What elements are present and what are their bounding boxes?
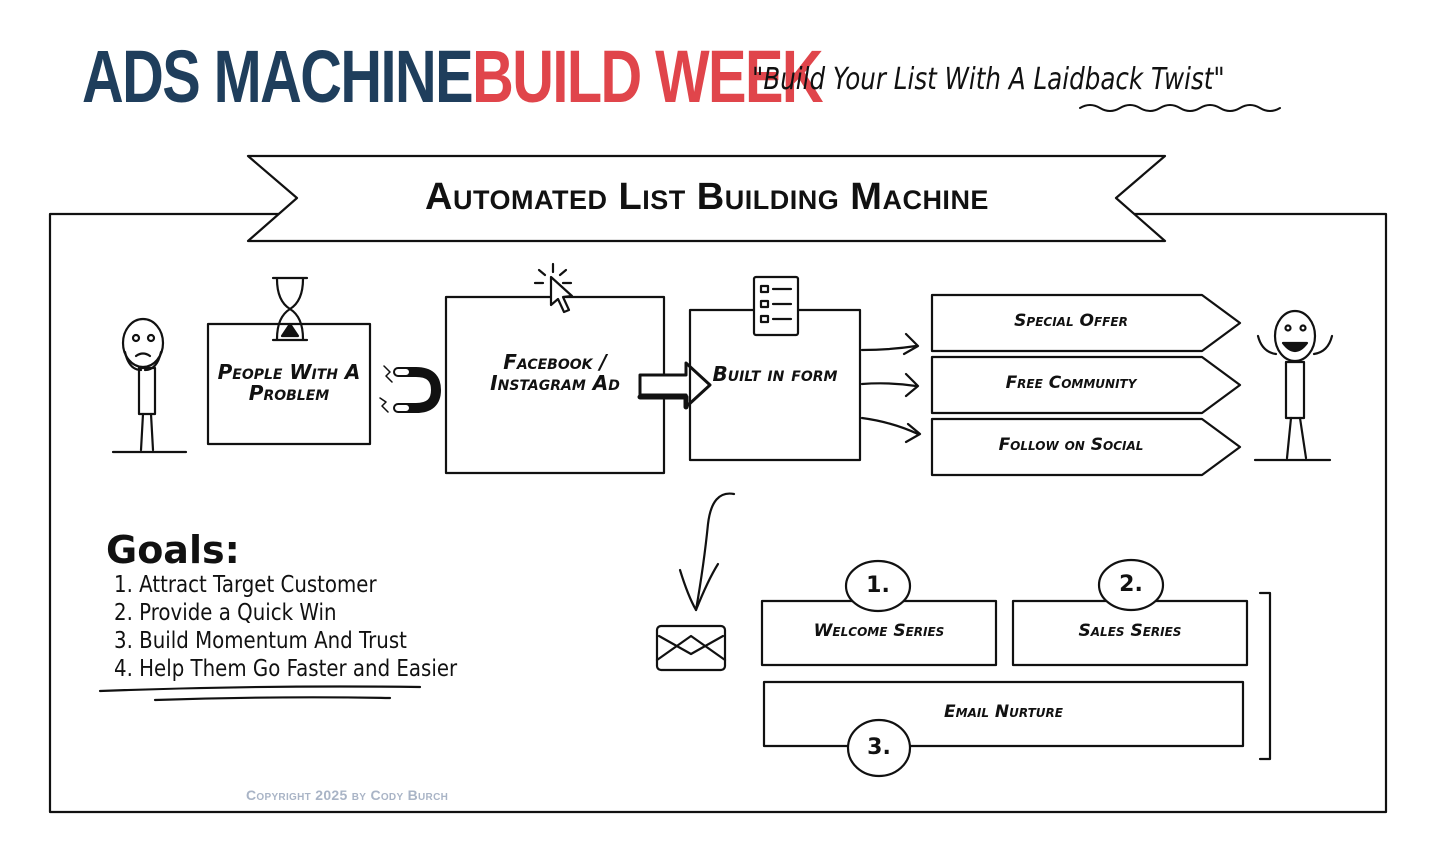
goal-item: 1. Attract Target Customer bbox=[114, 572, 377, 598]
goals-title: Goals: bbox=[106, 528, 240, 572]
offer-community-label: Free Community bbox=[1005, 373, 1137, 393]
sales-number: 2. bbox=[1119, 572, 1143, 597]
tagline-prefix: "Build Your List With A bbox=[752, 62, 1034, 97]
form-label: Built in form bbox=[712, 362, 838, 386]
page-title: ADS MACHINEBUILD WEEK bbox=[82, 40, 824, 114]
checklist-icon bbox=[752, 275, 800, 337]
ad-label: Facebook / Instagram Ad bbox=[490, 350, 620, 395]
offer-tag-3 bbox=[930, 417, 1242, 477]
goal-item: 3. Build Momentum And Trust bbox=[114, 628, 407, 654]
offer-tag-2 bbox=[930, 355, 1242, 415]
nurture-label: Email Nurture bbox=[944, 702, 1063, 722]
tagline-suffix: " bbox=[1213, 62, 1225, 97]
hourglass-icon bbox=[271, 276, 309, 342]
happy-person-icon bbox=[1253, 309, 1334, 462]
envelope-icon bbox=[655, 624, 727, 672]
offer-tag-1 bbox=[930, 293, 1242, 353]
title-part-ads-machine: ADS MACHINE bbox=[82, 35, 474, 118]
welcome-label: Welcome Series bbox=[813, 621, 945, 641]
main-frame bbox=[48, 212, 1388, 814]
cursor-click-icon bbox=[533, 262, 574, 314]
nurture-box bbox=[762, 680, 1245, 748]
welcome-number: 1. bbox=[866, 573, 890, 598]
sales-label: Sales Series bbox=[1078, 621, 1182, 641]
arrow-right-icon bbox=[637, 361, 712, 410]
title-part-build-week: BUILD WEEK bbox=[472, 35, 824, 118]
nurture-number: 3. bbox=[867, 735, 891, 760]
magnet-icon bbox=[379, 365, 441, 413]
goal-item: 2. Provide a Quick Win bbox=[114, 600, 337, 626]
offer-social-label: Follow on Social bbox=[998, 435, 1144, 455]
tagline: "Build Your List With A Laidback Twist" bbox=[752, 62, 1225, 97]
offer-special-label: Special Offer bbox=[1014, 311, 1128, 331]
sad-person-icon bbox=[111, 317, 188, 454]
banner-title: Automated List Building Machine bbox=[425, 176, 989, 218]
goal-item: 4. Help Them Go Faster and Easier bbox=[114, 656, 458, 682]
banner-ribbon bbox=[246, 154, 1167, 243]
people-label: People With A Problem bbox=[217, 360, 361, 405]
copyright-text: Copyright 2025 by Cody Burch bbox=[246, 787, 449, 803]
tagline-underlined: Laidback Twist bbox=[1033, 62, 1214, 97]
